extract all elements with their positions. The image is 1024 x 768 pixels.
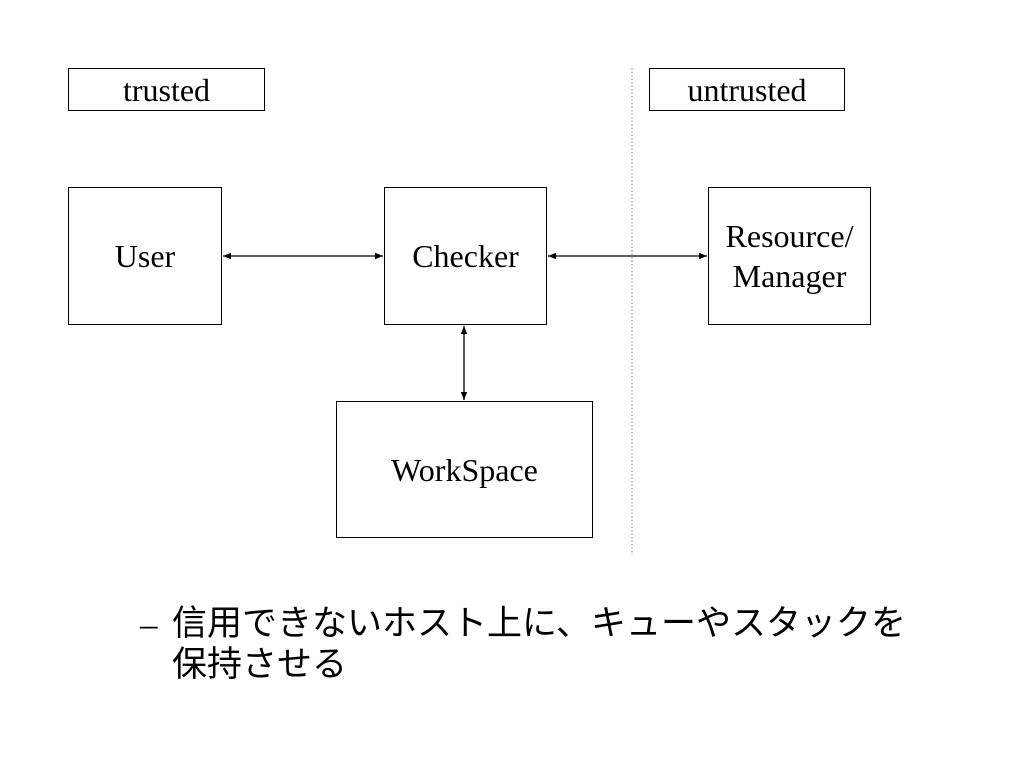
resource-manager-label-line-2: Manager [732, 258, 847, 294]
untrusted-zone-text: untrusted [687, 71, 807, 108]
untrusted-zone-label: untrusted [649, 68, 845, 111]
workspace-node: WorkSpace [336, 401, 593, 538]
user-node: User [68, 187, 222, 325]
checker-node: Checker [384, 187, 547, 325]
checker-node-label: Checker [412, 238, 519, 274]
resource-manager-label-line-1: Resource/ [725, 218, 854, 254]
trusted-zone-text: trusted [122, 71, 211, 108]
bullet-text-line-1: 信用できないホスト上に、キューやスタックを [172, 604, 906, 644]
workspace-node-label: WorkSpace [391, 451, 538, 488]
bullet-marker: – [140, 605, 158, 644]
user-node-label: User [114, 238, 176, 274]
trusted-zone-label: trusted [68, 68, 265, 111]
bullet-text-line-2: 保持させる [172, 645, 348, 685]
resource-manager-node: Resource/ Manager [708, 187, 871, 325]
bullet-text: 信用できないホスト上に、キューやスタックを 保持させる [172, 604, 906, 686]
